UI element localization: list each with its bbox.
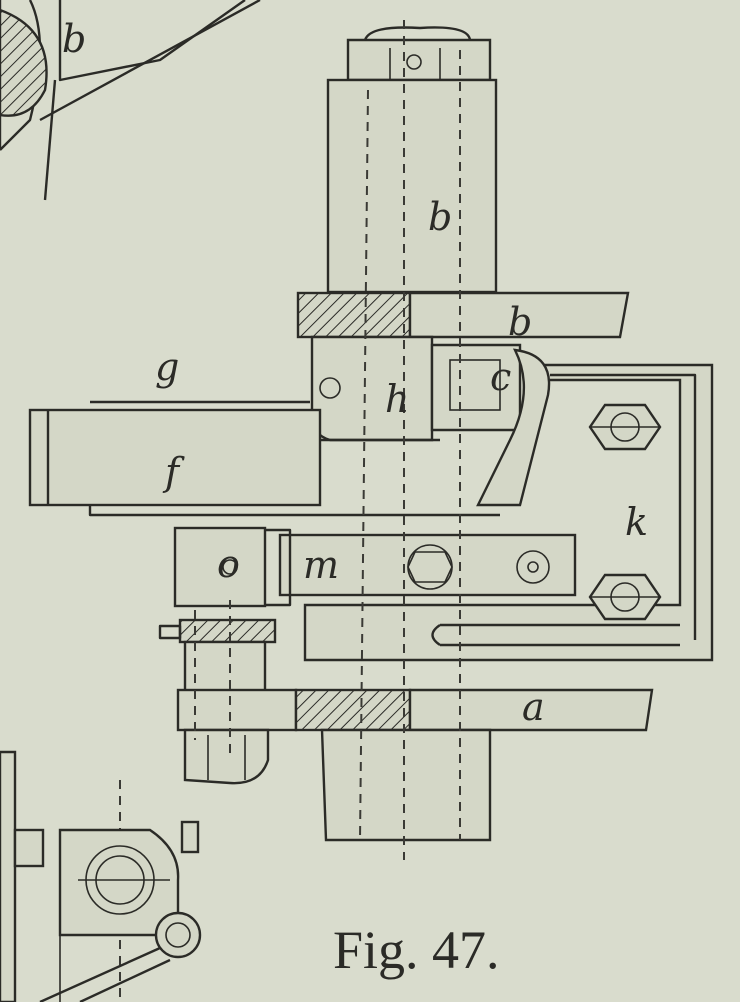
base-a [176,688,654,785]
top-left-partial-drawing: b [0,0,261,201]
label-collar-h: h [385,377,409,421]
bottom-left-partial-drawing [0,750,202,1002]
label-bracket-k: k [625,500,648,544]
label-top-left-b: b [62,17,86,61]
figure-caption: Fig. 47. [333,920,500,980]
bracket-k [303,363,714,662]
shaft-b [326,26,498,294]
label-block-c: c [490,355,511,399]
collar-h [310,335,522,442]
bolt-upper [588,403,662,451]
plate-b [296,291,630,339]
label-lever-m: m [303,543,339,587]
label-shaft-b: b [428,195,452,239]
bolt-lower [588,573,662,621]
label-plate-b: b [508,300,532,344]
lower-shaft [320,728,492,842]
label-block-o: o [217,542,240,586]
centerlines [119,20,461,1000]
arm-f [28,400,500,517]
lever-m [173,526,577,608]
label-base-a: a [522,685,545,729]
washer [158,618,277,694]
curved-link [476,348,551,507]
label-arm-g: g [155,345,179,389]
